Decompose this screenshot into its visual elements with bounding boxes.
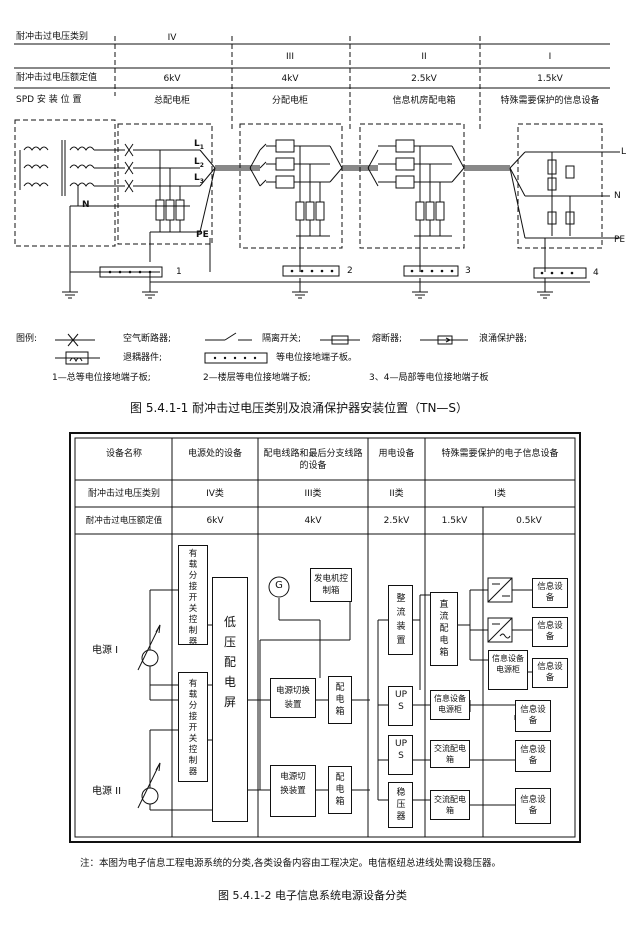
figure-2-note: 注：本图为电子信息工程电源系统的分类,各类设备内容由工程决定。电信枢纽总进线处需… (80, 858, 502, 869)
ac-distribution-box-1: 交流配电箱 (430, 740, 470, 768)
header-load-device: 用电设备 (378, 449, 415, 459)
category-voltage-iv: 6kV (163, 74, 181, 84)
category-class-iii: III (286, 52, 294, 62)
row-class-iii: III类 (304, 489, 322, 499)
legend-spd: 浪涌保护器; (479, 334, 528, 344)
legend-note-1: 1—总等电位接地端子板; (52, 373, 151, 383)
terminal-number-1: 1 (176, 267, 182, 277)
distribution-box-2: 配电箱 (328, 766, 352, 814)
legend-title: 图例: (16, 334, 38, 344)
row-voltage-2-5kv: 2.5kV (383, 516, 410, 526)
distribution-box-1: 配电箱 (328, 676, 352, 724)
row-voltage-6kv: 6kV (206, 516, 224, 526)
info-device-6: 信息设备 (515, 788, 551, 824)
figure-1-drawing (14, 36, 620, 365)
header-distribution-device: 配电线路和最后分支线路的设备 (263, 449, 363, 471)
legend-decoupler: 退耦器件; (123, 353, 163, 363)
power-transfer-switch-1: 电源切换装置 (270, 678, 316, 718)
info-device-2: 信息设备 (532, 617, 568, 647)
ups-2: UPS (388, 735, 413, 775)
label-n-left: N (82, 200, 90, 210)
voltage-stabilizer: 稳压器 (388, 782, 413, 828)
row-class-i: I类 (494, 489, 506, 499)
label-pe-left: PE (196, 230, 209, 240)
row-class-label: 耐冲击过电压类别 (87, 489, 160, 499)
category-location-iii: 分配电柜 (271, 96, 309, 106)
terminal-number-3: 3 (465, 266, 471, 276)
info-device-5: 信息设备 (515, 740, 551, 772)
category-location-i: 特殊需要保护的信息设备 (500, 96, 600, 106)
label-n-right: N (614, 191, 621, 201)
category-voltage-ii: 2.5kV (411, 74, 437, 84)
lv-switchboard: 低压配电屏 (212, 577, 248, 822)
category-class-ii: II (421, 52, 427, 62)
legend-breaker: 空气断路器; (123, 334, 172, 344)
label-l-right: L (621, 147, 627, 157)
legend-note-3: 3、4—局部等电位接地端子板 (369, 373, 489, 383)
header-source-device: 电源处的设备 (187, 449, 242, 459)
row-voltage-1-5kv: 1.5kV (441, 516, 468, 526)
legend-fuse: 熔断器; (372, 334, 403, 344)
info-device-4: 信息设备 (515, 700, 551, 732)
row-voltage-0-5kv: 0.5kV (516, 516, 542, 526)
terminal-number-2: 2 (347, 266, 353, 276)
header-device-name: 设备名称 (105, 449, 142, 459)
ac-distribution-box-2: 交流配电箱 (430, 790, 470, 820)
generator-symbol: G (275, 580, 283, 591)
row-voltage-label: 耐冲击过电压额定值 (85, 516, 163, 526)
label-pe-right: PE (614, 235, 626, 245)
legend-terminal-board: 等电位接地端子板。 (276, 353, 358, 363)
rectifier: 整流装置 (388, 585, 413, 655)
power-transfer-switch-2: 电源切换装置 (270, 765, 316, 817)
source-1-label: 电源 I (92, 645, 119, 656)
ups-1: UPS (388, 686, 413, 726)
category-location-ii: 信息机房配电箱 (392, 96, 456, 106)
row-voltage-4kv: 4kV (304, 516, 322, 526)
figure-1-caption: 图 5.4.1-1 耐冲击过电压类别及浪涌保护器安装位置（TN—S） (130, 401, 469, 415)
tap-changer-controller-2: 有载分接开关控制器 (178, 672, 208, 782)
terminal-number-4: 4 (593, 268, 599, 278)
label-l1: L1 (194, 139, 204, 151)
legend-note-2: 2—楼层等电位接地端子板; (203, 373, 311, 383)
source-2-label: 电源 II (92, 786, 122, 797)
category-class-iv: IV (167, 33, 177, 43)
label-l2: L2 (194, 157, 204, 169)
category-location-iv: 总配电柜 (153, 96, 191, 106)
row-label-voltage: 耐冲击过电压额定值 (16, 73, 98, 83)
generator-control-box: 发电机控制箱 (310, 568, 352, 602)
category-voltage-iii: 4kV (281, 74, 299, 84)
info-device-power-cabinet-1: 信息设备电源柜 (430, 690, 470, 720)
tap-changer-controller-1: 有载分接开关控制器 (178, 545, 208, 647)
info-device-power-cabinet-2: 信息设备电源柜 (488, 650, 528, 690)
dc-distribution-box: 直流配电箱 (430, 592, 458, 666)
legend-isolator: 隔离开关; (262, 334, 302, 344)
row-label-class: 耐冲击过电压类别 (16, 32, 89, 42)
label-l3: L3 (194, 173, 204, 185)
row-class-iv: IV类 (206, 489, 224, 499)
header-special-device: 特殊需要保护的电子信息设备 (441, 449, 559, 459)
row-class-ii: II类 (389, 489, 404, 499)
category-voltage-i: 1.5kV (537, 74, 563, 84)
info-device-1: 信息设备 (532, 578, 568, 608)
info-device-3: 信息设备 (532, 658, 568, 688)
figure-2-caption: 图 5.4.1-2 电子信息系统电源设备分类 (218, 889, 407, 902)
category-class-i: I (548, 52, 552, 62)
row-label-location: SPD 安 装 位 置 (16, 95, 82, 105)
